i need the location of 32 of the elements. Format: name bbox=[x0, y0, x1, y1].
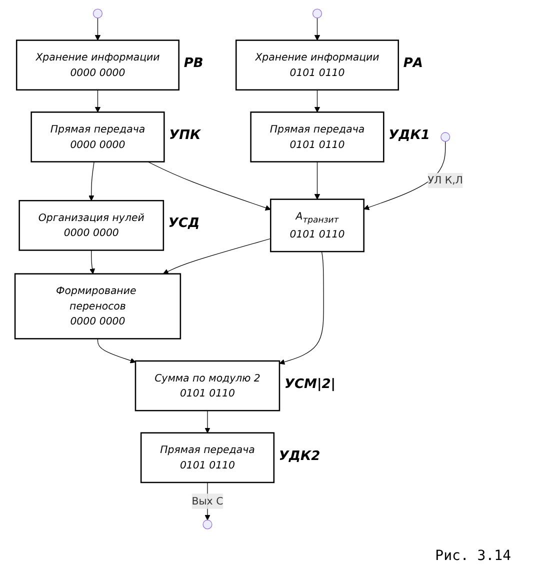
unit-tag: УСМ|2| bbox=[284, 376, 336, 392]
arrow bbox=[94, 90, 101, 112]
node-box bbox=[140, 432, 275, 484]
unit-tag: УДК2 bbox=[278, 448, 320, 464]
node-box bbox=[16, 40, 180, 90]
arrow bbox=[364, 141, 446, 210]
unit-tag: РА bbox=[403, 56, 423, 72]
arrow bbox=[88, 161, 94, 201]
arrow bbox=[90, 250, 96, 274]
figure-caption: Рис. 3.14 bbox=[435, 548, 511, 564]
node-box bbox=[14, 273, 182, 340]
node-box bbox=[250, 112, 384, 162]
arrow bbox=[314, 90, 320, 112]
unit-tag: УДК1 bbox=[388, 128, 430, 143]
arrow bbox=[162, 238, 271, 274]
node-box bbox=[30, 112, 165, 162]
arrow bbox=[314, 161, 320, 200]
node-box bbox=[134, 360, 280, 412]
edge-label: УЛ К,Л bbox=[428, 174, 463, 186]
node-box bbox=[235, 40, 399, 90]
edge-label: Вых C bbox=[192, 494, 224, 507]
arrow bbox=[204, 410, 210, 434]
node-box bbox=[270, 198, 364, 252]
arrow bbox=[148, 161, 271, 211]
arrow bbox=[314, 18, 320, 41]
node-box bbox=[18, 200, 164, 251]
arrow bbox=[97, 338, 136, 364]
unit-tag: УСД bbox=[168, 216, 200, 232]
unit-tag: РВ bbox=[184, 56, 204, 72]
arrow bbox=[94, 18, 101, 41]
unit-tag: УПК bbox=[169, 128, 201, 143]
arrow bbox=[279, 251, 324, 365]
